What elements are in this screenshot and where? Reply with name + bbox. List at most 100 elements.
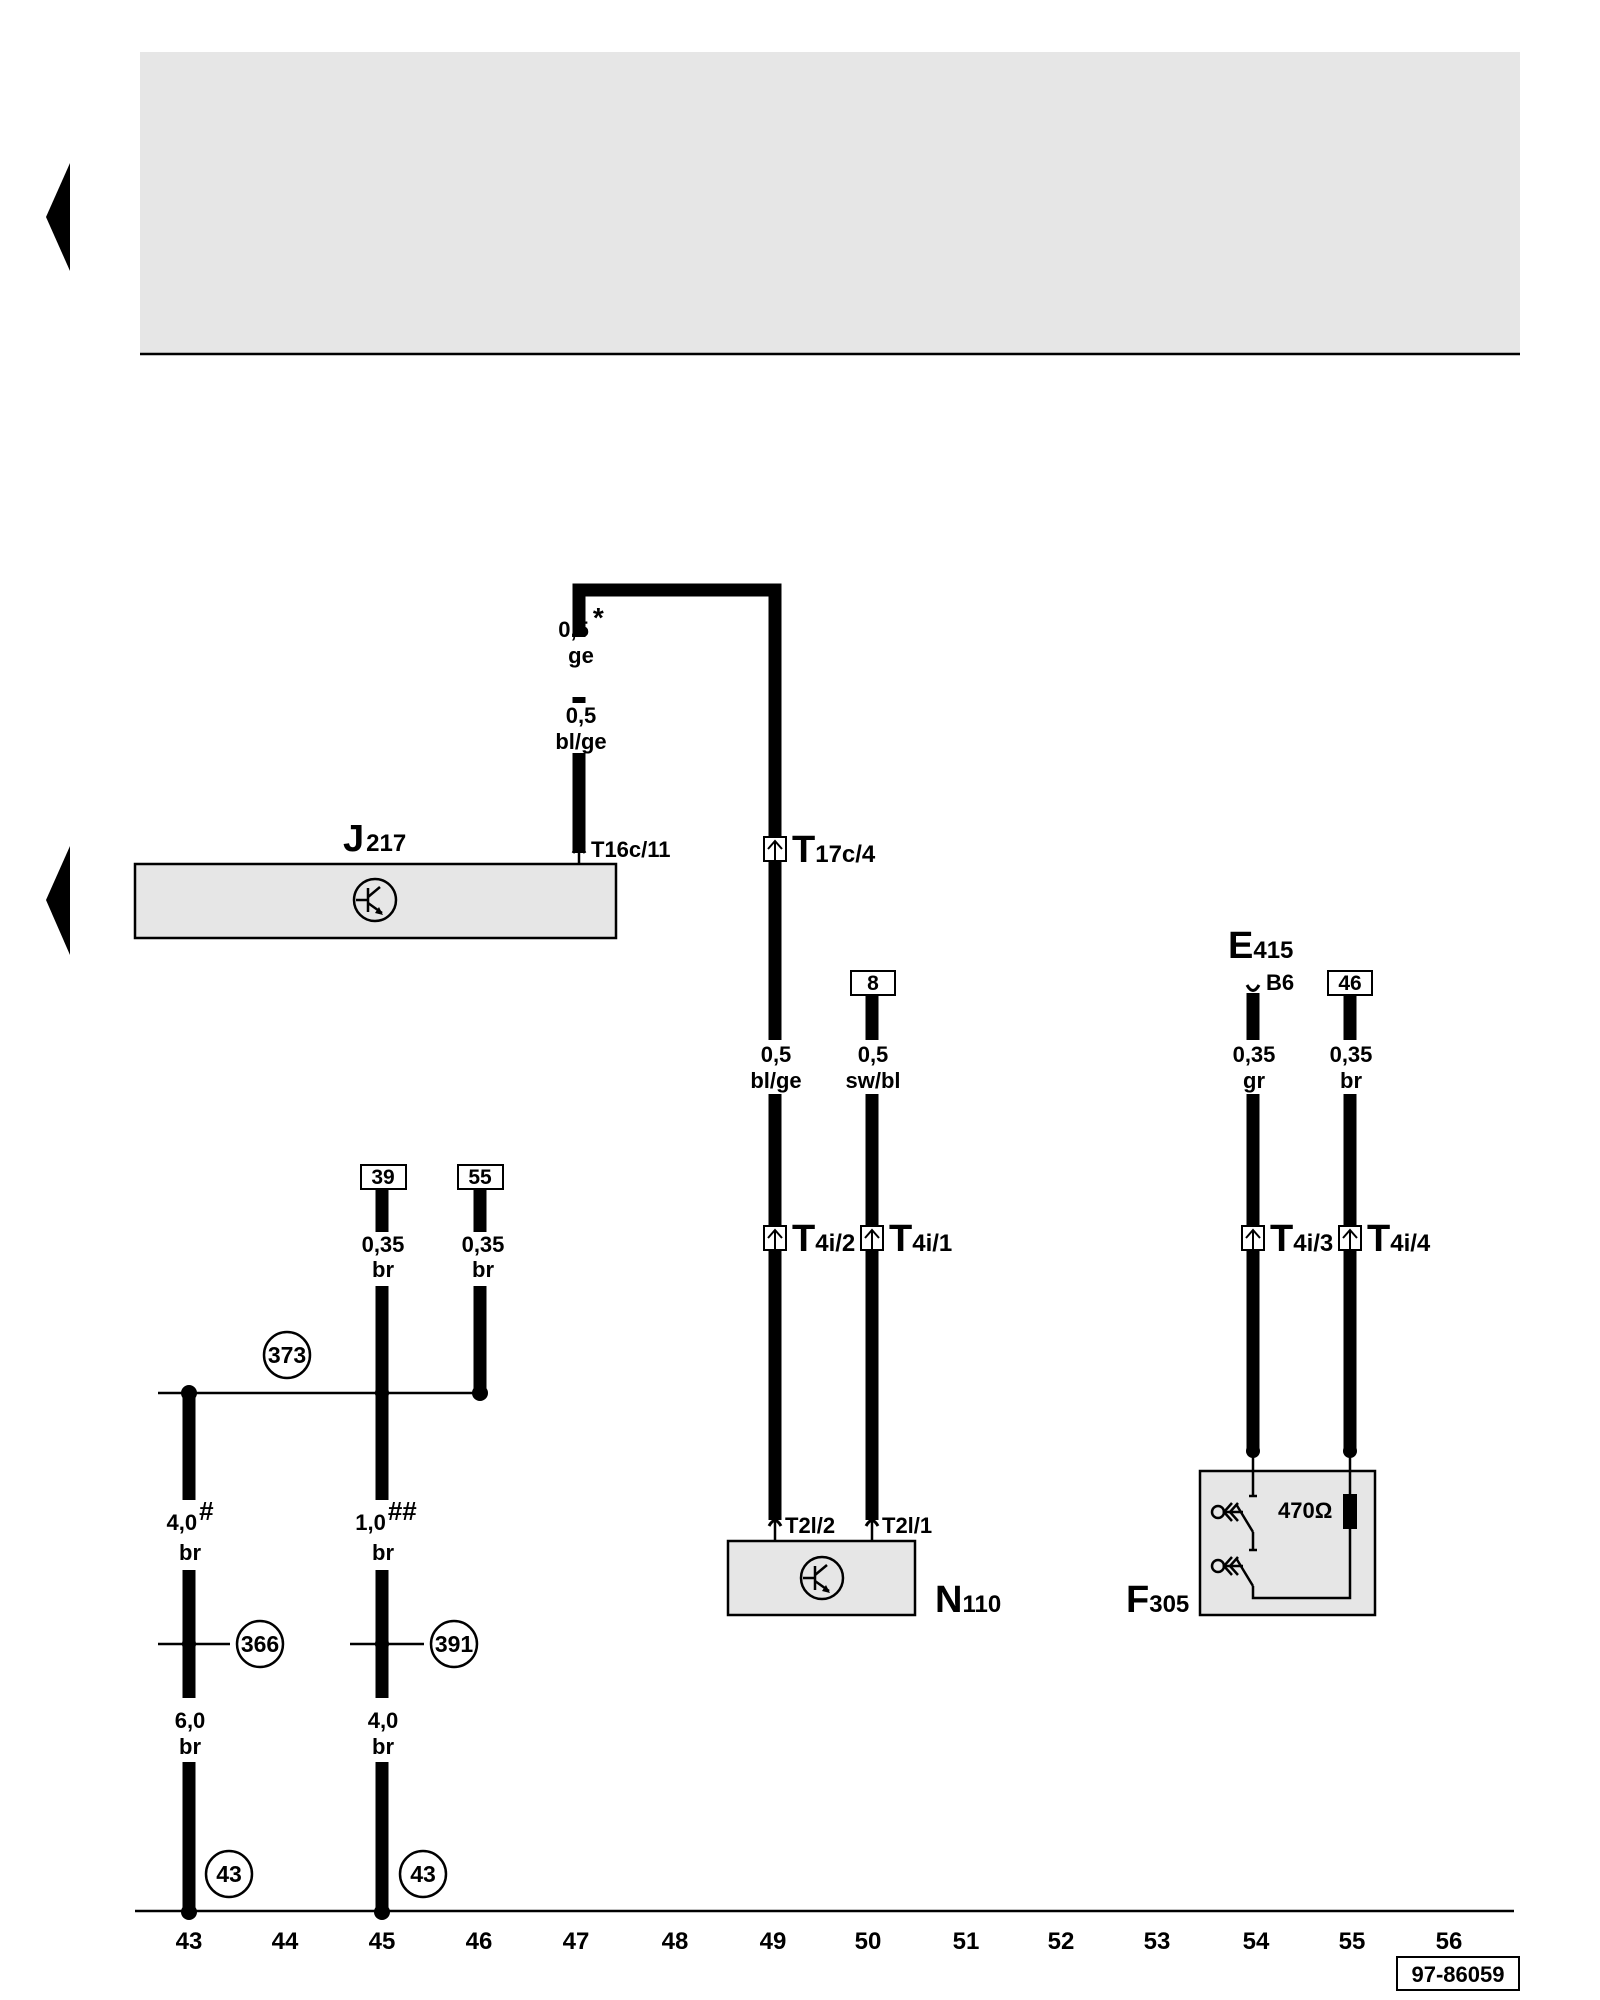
wire-49-size: 0,5: [761, 1042, 792, 1067]
previous-page-arrow-top[interactable]: [46, 163, 70, 271]
wire-47-top-color: ge: [568, 643, 594, 668]
wire-45-top-size: 0,35: [362, 1232, 405, 1257]
e415-b6-pin-icon: [1245, 984, 1261, 992]
circle-366: [235, 1619, 285, 1669]
wire-45-bottom-size: 4,0: [368, 1708, 399, 1733]
circle-391: [429, 1619, 479, 1669]
column-number: 56: [1436, 1928, 1463, 1955]
n110-label: N110: [935, 1579, 1001, 1621]
wire-label-gap-47a: [562, 637, 596, 697]
column-number: 50: [855, 1928, 882, 1955]
circle-43-a: [204, 1849, 254, 1899]
j217-control-unit-box: [133, 862, 618, 940]
reference-box-46[interactable]: [1327, 970, 1373, 996]
t17c-4-arrow: [767, 839, 783, 850]
wire-43-bottom-color: br: [179, 1734, 201, 1759]
f305-switch-symbol: [1210, 1451, 1352, 1600]
t4i-1-label: T4i/1: [889, 1218, 952, 1260]
wire-49-color: bl/ge: [750, 1068, 801, 1093]
e415-label: E415: [1228, 925, 1293, 967]
wire-50-size: 0,5: [858, 1042, 889, 1067]
wire-45-top-color: br: [372, 1257, 394, 1282]
column-number: 51: [953, 1928, 980, 1955]
wire-label-gap-47b: [556, 703, 602, 753]
t16c-11-pin-icon: [571, 846, 587, 854]
wire-label-gap-54: [1223, 1040, 1285, 1094]
wire-47-top-label: 0,5*: [558, 602, 604, 642]
j217-transistor-icon: [352, 877, 398, 923]
wire-50-color: sw/bl: [845, 1068, 900, 1093]
column-number: 48: [662, 1928, 689, 1955]
column-number: 47: [563, 1928, 590, 1955]
column-number: 43: [176, 1928, 203, 1955]
reference-8-label: 8: [867, 972, 879, 995]
wire-45-mid-size: 1,0##: [355, 1496, 417, 1535]
t4i-4-label: T4i/4: [1367, 1218, 1431, 1260]
junction-45-ground: [374, 1904, 390, 1920]
f305-label: F305: [1126, 1579, 1189, 1621]
junction-45-391: [375, 1637, 389, 1651]
t4i-2-arrow: [767, 1228, 783, 1239]
wire-label-gap-46: [450, 1232, 512, 1286]
wire-45-bottom-color: br: [372, 1734, 394, 1759]
column-number: 53: [1144, 1928, 1171, 1955]
circle-391-label: 391: [435, 1631, 474, 1657]
wire-46-size: 0,35: [462, 1232, 505, 1257]
wire-46-color: br: [472, 1257, 494, 1282]
junction-45-bus: [375, 1386, 389, 1400]
j217-label: J217: [343, 818, 406, 860]
column-number: 52: [1048, 1928, 1075, 1955]
wire-55-color: br: [1340, 1068, 1362, 1093]
reference-box-55[interactable]: [457, 1164, 504, 1190]
junction-43-366: [182, 1637, 196, 1651]
reference-box-39[interactable]: [360, 1164, 407, 1190]
wire-55-size: 0,35: [1330, 1042, 1373, 1067]
column-number: 44: [272, 1928, 299, 1955]
wire-47-bottom-color: bl/ge: [555, 729, 606, 754]
circle-43-b: [398, 1849, 448, 1899]
wire-43-mid-color: br: [179, 1540, 201, 1565]
resistor-icon: [1343, 1494, 1357, 1529]
t4i-3-label: T4i/3: [1270, 1218, 1333, 1260]
wire-label-gap-49: [745, 1040, 805, 1094]
t4i-1-arrow: [864, 1228, 880, 1239]
circle-366-label: 366: [241, 1631, 279, 1657]
junction-46-bus: [472, 1385, 488, 1401]
junction-43-ground: [181, 1904, 197, 1920]
column-numbers: 43 44 45 46 47 48 49 50 51 52 53 54 55 5…: [176, 1928, 1463, 1955]
wire-45-mid-color: br: [372, 1540, 394, 1565]
reference-46-label: 46: [1338, 972, 1361, 995]
reference-39-label: 39: [371, 1166, 394, 1189]
wire-label-gap-45c: [352, 1698, 414, 1762]
doc-number-box: [1396, 1956, 1520, 1991]
circle-373-label: 373: [268, 1342, 306, 1368]
t17c-4-label: T17c/4: [792, 829, 876, 871]
column-number: 45: [369, 1928, 396, 1955]
wire-43-mid-size: 4,0#: [166, 1496, 214, 1535]
previous-page-arrow-bottom[interactable]: [46, 846, 70, 955]
wire-label-gap-45a: [352, 1232, 414, 1286]
wire-label-gap-55: [1320, 1040, 1382, 1094]
t2l-1-label: T2l/1: [882, 1513, 932, 1538]
wire-label-gap-43b: [162, 1698, 224, 1762]
t2l-2-label: T2l/2: [785, 1513, 835, 1538]
reference-box-8[interactable]: [850, 970, 896, 996]
wire-label-gap-45b: [355, 1500, 440, 1570]
t4i-3-arrow: [1245, 1228, 1261, 1239]
circle-373: [262, 1330, 312, 1380]
resistor-label: 470Ω: [1278, 1498, 1332, 1523]
column-number: 49: [760, 1928, 787, 1955]
t4i-2-label: T4i/2: [792, 1218, 855, 1260]
wire-47-bottom-label: 0,5: [566, 703, 597, 728]
junction-43-bus: [181, 1385, 197, 1401]
wire-54-color: gr: [1243, 1068, 1265, 1093]
column-number: 55: [1339, 1928, 1366, 1955]
n110-transistor-icon: [799, 1555, 845, 1601]
wire-43-bottom-size: 6,0: [175, 1708, 206, 1733]
e415-b6-label: B6: [1266, 970, 1294, 995]
reference-55-label: 55: [468, 1166, 492, 1189]
n110-component-box: [726, 1539, 917, 1617]
circle-43-a-label: 43: [216, 1861, 242, 1887]
t16c-11-label: T16c/11: [591, 837, 671, 862]
